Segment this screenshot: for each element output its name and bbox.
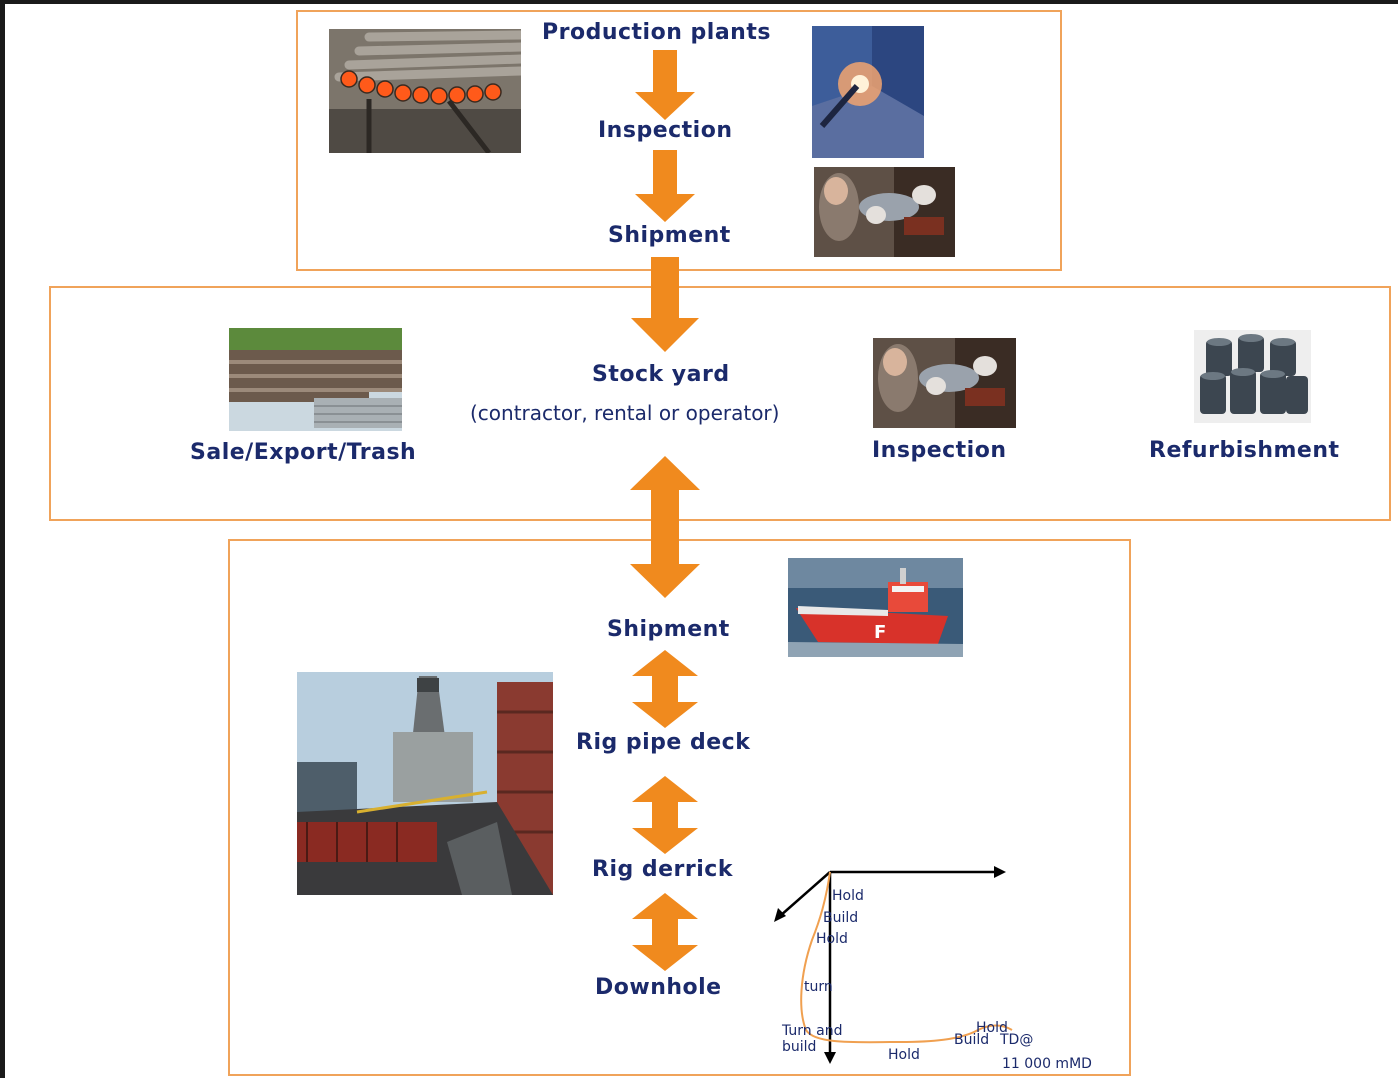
inspection-photo-stockyard — [873, 338, 1016, 428]
arrow-inspection-to-shipment — [635, 150, 695, 222]
arrow-stockyard-field — [630, 456, 700, 598]
label-inspection-stockyard: Inspection — [872, 438, 1007, 463]
wp-build-3: Build — [954, 1032, 989, 1048]
label-rig-derrick: Rig derrick — [592, 857, 733, 882]
pipe-stack-photo — [229, 328, 402, 431]
supply-ship-photo: F — [788, 558, 963, 657]
arrow-shipment-pipedeck — [632, 650, 698, 728]
wp-turn-and: Turn and — [781, 1023, 842, 1039]
wp-depth: 11 000 mMD — [1002, 1056, 1092, 1072]
inspection-photo-top — [814, 167, 955, 257]
wp-td: TD@ — [999, 1032, 1033, 1048]
label-downhole: Downhole — [595, 975, 722, 1000]
wp-build-2: build — [782, 1039, 816, 1055]
label-production-plants: Production plants — [542, 20, 771, 45]
label-stock-yard: Stock yard — [592, 362, 730, 387]
window-left-border — [0, 0, 5, 1078]
label-stock-yard-owner: (contractor, rental or operator) — [470, 401, 780, 425]
well-path-diagram — [774, 866, 1013, 1064]
couplings-photo — [1194, 330, 1311, 423]
wp-hold-3: Hold — [888, 1047, 920, 1063]
label-sale-export-trash: Sale/Export/Trash — [190, 440, 417, 465]
arrow-production-to-inspection — [635, 50, 695, 120]
wp-turn: turn — [804, 979, 833, 995]
label-refurbishment: Refurbishment — [1149, 438, 1340, 463]
arrow-shipment-to-stockyard — [631, 257, 699, 352]
svg-text:F: F — [874, 622, 886, 643]
label-rig-pipe-deck: Rig pipe deck — [576, 730, 751, 755]
arrow-pipedeck-derrick — [632, 776, 698, 854]
wp-hold-2: Hold — [816, 931, 848, 947]
label-shipment-production: Shipment — [608, 223, 731, 248]
label-shipment-field: Shipment — [607, 617, 730, 642]
hot-pipes-photo — [329, 29, 521, 153]
label-inspection-production: Inspection — [598, 118, 733, 143]
wp-hold-4: Hold — [976, 1020, 1008, 1036]
arrow-derrick-downhole — [632, 893, 698, 971]
window-top-border — [0, 0, 1398, 4]
wp-build-1: Build — [823, 910, 858, 926]
wp-hold-1: Hold — [832, 888, 864, 904]
stockyard-section — [49, 286, 1391, 521]
rig-photo — [297, 672, 553, 895]
field-section — [228, 539, 1131, 1076]
welding-photo — [812, 26, 924, 158]
